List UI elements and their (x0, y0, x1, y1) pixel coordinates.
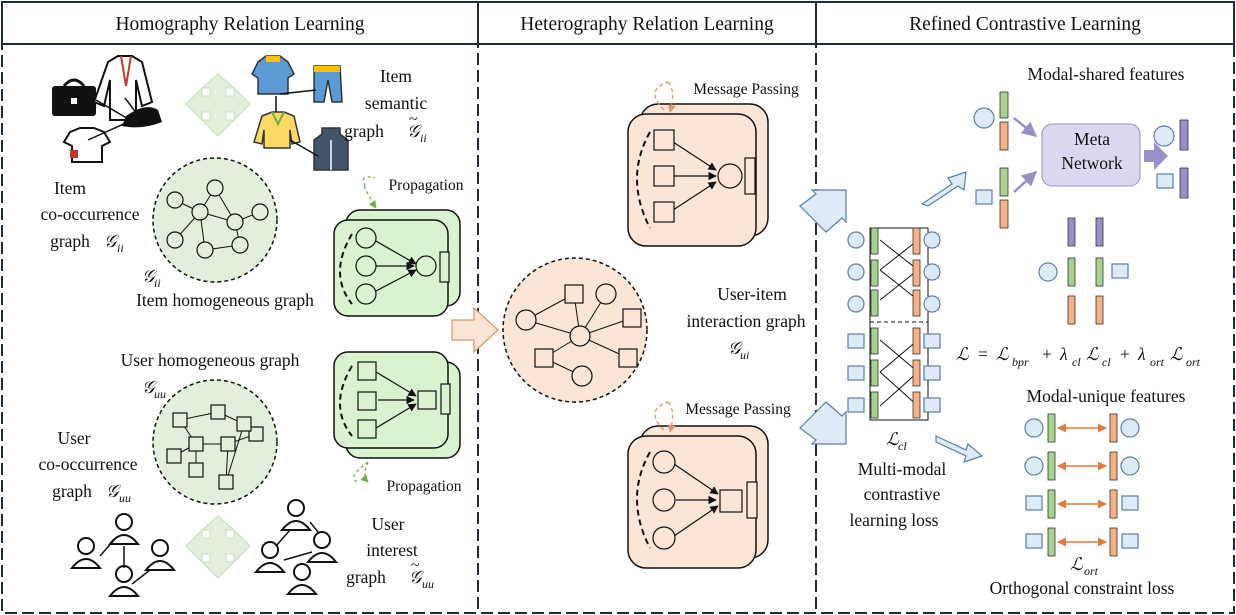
propagation-panel-top (333, 176, 461, 317)
header-bar (1, 1, 1235, 45)
formula-Lcl: ℒ (1086, 344, 1099, 364)
mm-loss-l1: Multi-modal (858, 459, 947, 479)
item-semantic-sub: ii (420, 131, 427, 145)
item-cooc-l2: co-occurrence (40, 204, 139, 224)
modal-shared-block (973, 91, 1189, 229)
contrastive-block (847, 227, 941, 421)
user-homogeneous-graph (152, 379, 278, 505)
arrow-to-contrastive-top (799, 189, 847, 233)
formula-plus1: + (1042, 344, 1052, 364)
formula-lambda2: λ (1137, 344, 1146, 364)
header-heterography: Heterography Relation Learning (520, 14, 774, 35)
loss-formula: ℒ = ℒ bpr + λ cl ℒ cl + λ ort ℒ ort (956, 344, 1201, 369)
arrow-to-unique (935, 435, 984, 463)
arrow-to-shared (920, 171, 967, 207)
formula-plus2: + (1120, 344, 1130, 364)
message-bottom-label: Message Passing (685, 401, 791, 418)
formula-Lbpr: ℒ (996, 344, 1009, 364)
user-cooc-l2: co-occurrence (38, 454, 137, 474)
modal-unique-label: Modal-unique features (1027, 386, 1186, 406)
user-interest-sub: uu (422, 577, 434, 591)
propagation-panel-bottom (333, 351, 461, 483)
formula-Lort: ℒ (1170, 344, 1183, 364)
mm-loss-l3: learning loss (850, 510, 939, 530)
formula-eq: = (978, 344, 988, 364)
double-arrow-bottom (185, 515, 251, 579)
ui-graph-l1: User-item (717, 284, 787, 304)
user-cooc-l3: graph (52, 481, 92, 501)
item-homog-label: Item homogeneous graph (136, 290, 314, 310)
meta-network-l1: Meta (1074, 129, 1110, 149)
lcl-sub: cl (898, 439, 907, 453)
arrow-to-contrastive-bottom (799, 401, 847, 445)
message-panel-bottom (627, 401, 769, 569)
user-clipart-left (69, 513, 177, 597)
propagation-bottom-label: Propagation (387, 478, 462, 495)
user-cooc-l1: User (57, 428, 90, 448)
meta-network-l2: Network (1061, 153, 1122, 173)
formula-lambda1: λ (1059, 344, 1068, 364)
user-cooc-sub: uu (119, 491, 131, 505)
item-clipart-left (52, 55, 162, 163)
ui-graph-sub: ui (740, 348, 749, 362)
item-semantic-l3: graph (344, 121, 384, 141)
formula-lambda1-sub: cl (1072, 355, 1081, 369)
propagation-top-label: Propagation (389, 177, 464, 194)
user-clipart-right (253, 499, 339, 595)
item-semantic-tilde: ~ (409, 111, 417, 128)
lort-symbol: ℒ (1070, 554, 1083, 574)
formula-bpr-sub: bpr (1012, 355, 1029, 369)
formula-L: ℒ (956, 344, 969, 364)
item-cooc-sub: ii (117, 241, 124, 255)
double-arrow-top (185, 73, 251, 137)
formula-Lcl-sub: cl (1102, 355, 1111, 369)
user-item-graph (502, 257, 648, 403)
user-interest-symbol: 𝒢 (409, 567, 424, 587)
item-clipart-right (251, 55, 349, 171)
arrow-to-heterography (451, 306, 499, 354)
formula-Lort-sub: ort (1186, 355, 1201, 369)
item-cooc-l1: Item (54, 178, 86, 198)
item-homog-sub: ii (154, 276, 161, 290)
item-semantic-symbol: 𝒢 (407, 121, 422, 141)
item-cooc-l3: graph (50, 231, 90, 251)
item-cooc-bar: ‾ (104, 217, 111, 234)
orth-loss-label: Orthogonal constraint loss (990, 578, 1175, 598)
formula-lambda2-sub: ort (1150, 355, 1165, 369)
item-semantic-l1: Item (380, 66, 412, 86)
user-interest-l3: graph (346, 567, 386, 587)
modal-shared-label: Modal-shared features (1028, 64, 1185, 84)
item-cooc-symbol: 𝒢 (104, 231, 119, 251)
item-homog-symbol: 𝒢 (142, 266, 157, 286)
ui-graph-l2: interaction graph (686, 311, 805, 331)
ui-graph-symbol: 𝒢 (728, 338, 743, 358)
middle-features (1038, 217, 1129, 325)
user-homog-label: User homogeneous graph (121, 350, 300, 370)
lcl-symbol: ℒ (886, 429, 899, 449)
user-interest-tilde: ~ (411, 557, 419, 574)
modal-unique-block (1024, 413, 1140, 557)
item-semantic-l2: semantic (365, 93, 427, 113)
lort-sub: ort (1084, 564, 1099, 578)
message-panel-top (627, 81, 769, 247)
user-interest-l1: User (371, 514, 404, 534)
user-homog-sub: uu (154, 387, 166, 401)
user-homog-symbol: 𝒢 (142, 377, 157, 397)
item-homogeneous-graph (152, 157, 278, 283)
header-refined: Refined Contrastive Learning (909, 14, 1141, 35)
user-cooc-symbol: 𝒢 (106, 481, 121, 501)
header-homography: Homography Relation Learning (115, 14, 364, 35)
message-top-label: Message Passing (693, 81, 799, 98)
user-interest-l2: interest (366, 540, 418, 560)
user-cooc-bar: ‾ (106, 467, 113, 484)
mm-loss-l2: contrastive (864, 484, 941, 504)
